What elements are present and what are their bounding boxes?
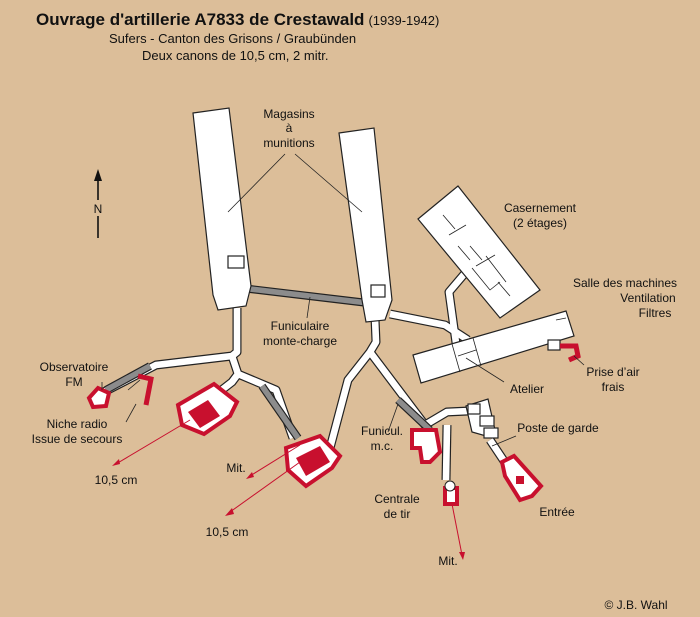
label-casernement-2: (2 étages) — [513, 216, 567, 230]
label-niche-2: Issue de secours — [32, 432, 123, 446]
label-poste: Poste de garde — [517, 421, 599, 435]
label-gun-2: 10,5 cm — [206, 525, 249, 539]
title-text: Ouvrage d'artillerie A7833 de Crestawald — [36, 10, 365, 29]
label-atelier: Atelier — [510, 382, 544, 396]
label-funiculaire-2: monte-charge — [263, 334, 337, 348]
label-magasins-2: à — [286, 121, 293, 135]
observatory — [86, 385, 112, 410]
fire-control-centre — [410, 428, 443, 464]
labels: Magasins à munitions Casernement (2 étag… — [32, 107, 677, 612]
label-funicul-1: Funicul. — [361, 424, 403, 438]
funicular-monte-charge — [249, 285, 369, 307]
gun-casemate-1 — [175, 381, 240, 437]
funicular-gun2 — [258, 383, 302, 441]
north-arrow-icon — [94, 169, 102, 238]
label-casernement-1: Casernement — [504, 201, 577, 215]
label-salle-2: Ventilation — [620, 291, 675, 305]
credit: © J.B. Wahl — [604, 598, 667, 612]
plan-title: Ouvrage d'artillerie A7833 de Crestawald… — [36, 10, 700, 30]
entrance-bunker — [499, 453, 544, 503]
label-salle-3: Filtres — [639, 306, 672, 320]
label-mit-bottom: Mit. — [438, 554, 457, 568]
label-mit-left: Mit. — [226, 461, 245, 475]
plan-armament: Deux canons de 10,5 cm, 2 mitr. — [142, 48, 329, 63]
funicular-obs — [104, 362, 152, 394]
barracks — [417, 185, 541, 319]
label-gun-1: 10,5 cm — [95, 473, 138, 487]
label-centrale-2: de tir — [384, 507, 411, 521]
label-funiculaire-1: Funiculaire — [271, 319, 330, 333]
label-salle-1: Salle des machines — [573, 276, 677, 290]
plan-subtitle: Sufers - Canton des Grisons / Graubünden — [109, 31, 357, 46]
mg-post-bottom — [443, 480, 459, 506]
label-magasins-3: munitions — [263, 136, 314, 150]
magazine-east — [338, 127, 393, 323]
label-entree: Entrée — [539, 505, 575, 519]
funicular-mc — [395, 397, 433, 433]
label-centrale-1: Centrale — [374, 492, 420, 506]
label-funicul-2: m.c. — [371, 439, 394, 453]
label-prise-1: Prise d’air — [586, 365, 639, 379]
air-intake — [560, 343, 581, 363]
radio-niche — [137, 373, 154, 406]
north-letter: N — [94, 202, 103, 216]
title-years: (1939-1942) — [368, 13, 440, 28]
fire-directions — [112, 419, 465, 560]
label-observatoire-1: Observatoire — [40, 360, 109, 374]
leader-lines — [101, 153, 585, 447]
label-niche-1: Niche radio — [47, 417, 108, 431]
label-magasins-1: Magasins — [263, 107, 314, 121]
label-prise-2: frais — [602, 380, 625, 394]
label-observatoire-2: FM — [65, 375, 82, 389]
guard-rooms — [465, 398, 499, 439]
machine-hall — [412, 310, 575, 384]
magazine-west — [192, 107, 252, 311]
